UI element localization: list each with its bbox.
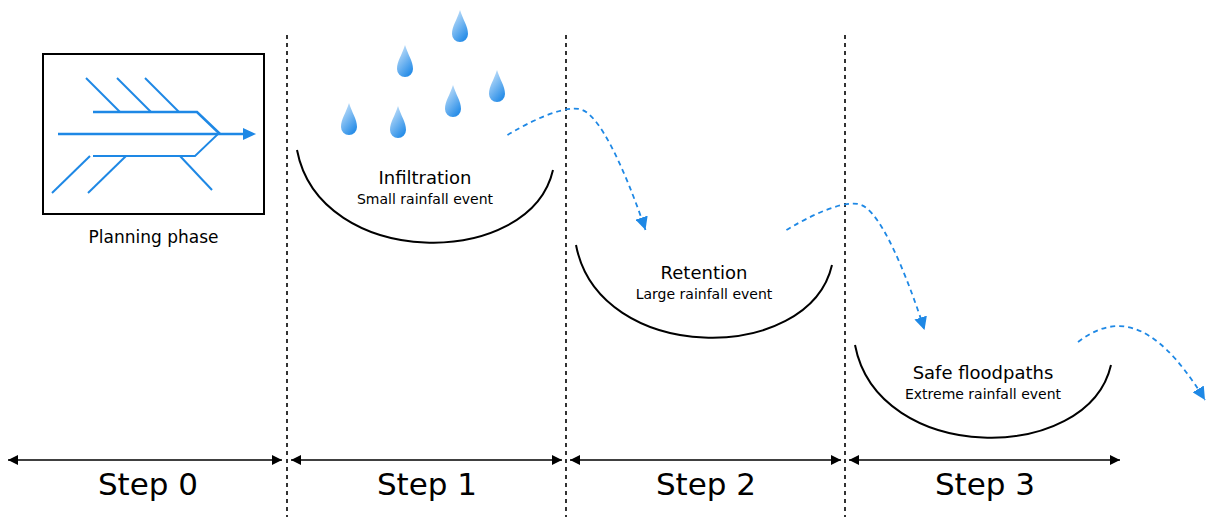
fishbone-bone <box>93 112 220 134</box>
step-spans <box>8 459 1120 461</box>
basin-curve <box>855 345 1111 438</box>
node-subtitle: Extreme rainfall event <box>905 384 1061 404</box>
basin-curve <box>576 245 832 338</box>
step-label: Step 1 <box>377 466 477 502</box>
span-arrow <box>849 459 1120 461</box>
rain-drops <box>341 10 505 138</box>
text-block: InfiltrationSmall rainfall event <box>292 166 558 209</box>
fishbone-rib <box>86 78 120 112</box>
panel-frame <box>42 53 265 215</box>
text-block: Safe floodpathsExtreme rainfall event <box>850 361 1116 404</box>
rain-drop <box>489 70 505 102</box>
fishbone-rib <box>52 156 90 193</box>
infiltration-basin: InfiltrationSmall rainfall event <box>292 135 558 250</box>
node-title: Planning phase <box>89 226 219 248</box>
outflow-arrow <box>1078 326 1205 400</box>
overflow-arrow <box>786 204 924 330</box>
node-subtitle: Large rainfall event <box>636 284 773 304</box>
span-arrow <box>570 459 841 461</box>
rain-drop <box>341 103 357 135</box>
planning-box: Planning phase <box>42 53 265 243</box>
step-label: Step 0 <box>98 466 198 502</box>
text-block: Planning phase <box>42 226 265 248</box>
separator-line <box>286 35 288 517</box>
rain-drop <box>397 45 413 77</box>
rain-drop <box>390 106 406 138</box>
step-label: Step 2 <box>656 466 756 502</box>
fishbone-rib <box>145 78 179 112</box>
node-title: Infiltration <box>378 166 471 189</box>
fishbone-head <box>243 128 256 140</box>
fishbone-rib <box>180 156 212 190</box>
step-label: Step 3 <box>935 466 1035 502</box>
basin-curve <box>297 150 553 243</box>
span-arrow <box>291 459 562 461</box>
node-subtitle: Small rainfall event <box>357 189 493 209</box>
node-title: Safe floodpaths <box>913 361 1054 384</box>
rain-drop <box>452 10 468 42</box>
separator-line <box>844 35 846 517</box>
node-title: Retention <box>661 261 748 284</box>
fishbone-spine <box>58 133 243 136</box>
fishbone-icon <box>52 78 256 193</box>
floodpath-basin: Safe floodpathsExtreme rainfall event <box>850 330 1116 445</box>
fishbone-bone <box>93 134 218 156</box>
text-block: RetentionLarge rainfall event <box>571 261 837 304</box>
fishbone-rib <box>88 156 126 193</box>
separator-line <box>565 35 567 517</box>
span-arrow <box>8 459 282 461</box>
rain-drop <box>445 85 461 117</box>
step-separators <box>287 35 845 517</box>
retention-basin: RetentionLarge rainfall event <box>571 230 837 345</box>
fishbone-rib <box>117 78 151 112</box>
